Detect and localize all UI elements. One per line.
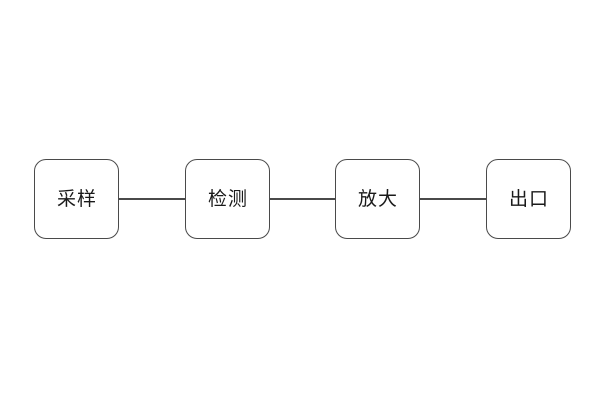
flowchart-node-sampling: 采样: [34, 159, 119, 239]
node-label-outlet: 出口: [508, 187, 549, 210]
connector-line-amplification-outlet: [419, 198, 487, 200]
node-label-detection: 检测: [207, 187, 248, 210]
flowchart-node-amplification: 放大: [335, 159, 420, 239]
flowchart-node-outlet: 出口: [486, 159, 571, 239]
connector-line-detection-amplification: [269, 198, 336, 200]
node-label-amplification: 放大: [357, 187, 398, 210]
flowchart-node-detection: 检测: [185, 159, 270, 239]
node-label-sampling: 采样: [56, 187, 97, 210]
connector-line-sampling-detection: [118, 198, 186, 200]
